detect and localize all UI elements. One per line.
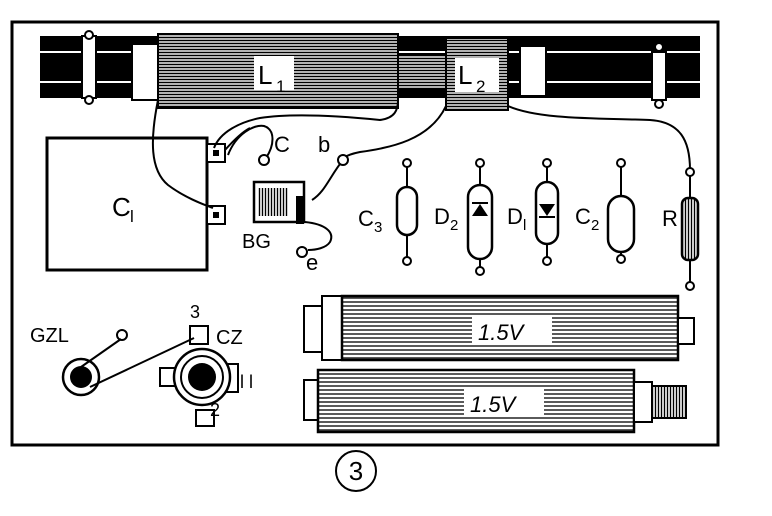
transistor-BG: BG [242,180,306,253]
jack-wires [80,337,195,388]
label-L1-sub: 1 [276,77,285,96]
socket-CZ: 3 CZ l l 2 [159,302,253,427]
battery-2-label: 1.5V [470,392,518,417]
label-C1-sub: l [130,207,134,226]
diode-D2: D 2 [434,158,494,276]
label-D1-sub: l [523,217,526,234]
coil-L1: L 1 [157,33,399,109]
battery-2: 1.5V [303,368,687,434]
label-b: b [318,132,330,157]
terminal-b: b [318,132,349,166]
terminal-C: C [258,132,290,166]
label-L1: L [258,60,272,90]
label-D2-sub: 2 [450,217,458,234]
label-GZL: GZL [30,325,69,347]
resistor-R: R [662,167,700,291]
figure-number: 3 [335,450,377,492]
coil-L2: L 2 [445,37,509,111]
figure-number-text: 3 [349,456,363,486]
capacitor-C1: C l [45,136,226,272]
label-C3: C [358,206,374,231]
label-C: C [274,132,290,157]
battery-1-label: 1.5V [478,320,526,345]
label-L2: L [458,60,472,90]
rod-clamp-right [651,42,667,109]
label-CZ: CZ [216,327,243,349]
label-C2-sub: 2 [591,217,599,234]
battery-1: 1.5V [303,294,695,362]
label-D2: D [434,204,450,229]
capacitor-C3: C 3 [358,158,419,266]
capacitor-C2: C 2 [575,158,636,264]
label-e: e [306,250,318,275]
label-D1: D [507,204,523,229]
label-BG: BG [242,231,271,253]
label-pin2: 2 [210,400,220,420]
label-C1: C [112,192,131,222]
diode-D1: D l [507,158,560,266]
label-R: R [662,206,678,231]
label-pin1: l l [240,372,253,392]
rod-clamp-left [81,30,97,105]
label-pin3: 3 [190,302,200,322]
label-C2: C [575,204,591,229]
terminal-e: e [296,246,318,275]
label-L2-sub: 2 [476,77,485,96]
label-C3-sub: 3 [374,219,382,236]
